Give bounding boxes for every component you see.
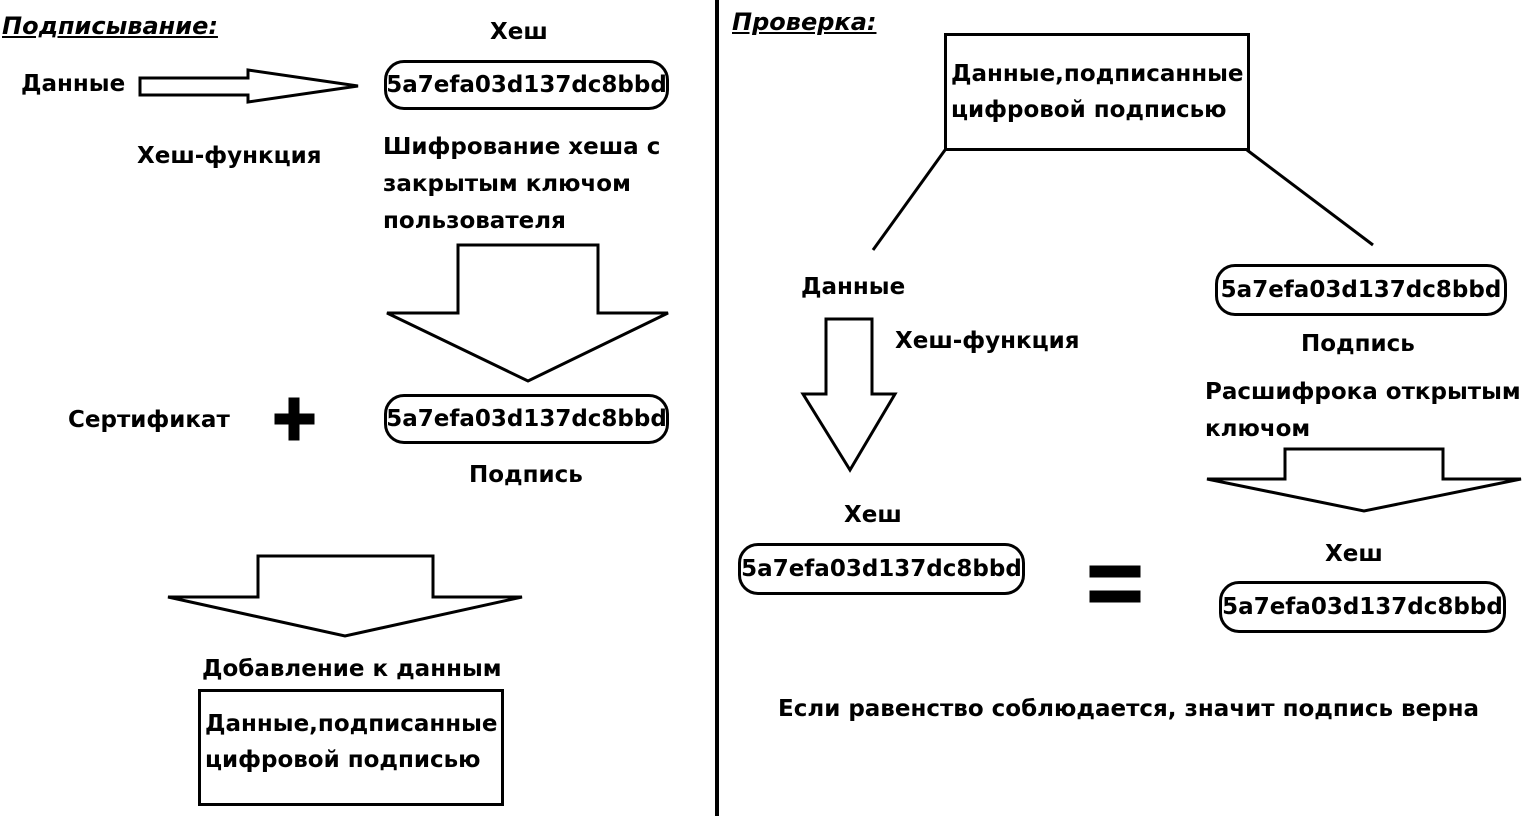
append-label: Добавление к данным <box>202 656 502 682</box>
decrypted-hash-label: Хеш <box>1325 541 1383 567</box>
append-arrow-down <box>167 554 523 638</box>
hash-function-arrow-down <box>800 317 898 473</box>
computed-hash-label: Хеш <box>844 502 902 528</box>
branch-line-data <box>871 149 947 251</box>
signing-title: Подписывание: <box>2 12 218 40</box>
data-label: Данные <box>21 71 126 97</box>
computed-hash-box: 5a7efa03d137dc8bbd <box>738 543 1025 595</box>
equals-bar-top <box>1089 565 1141 578</box>
decrypt-arrow-down <box>1206 447 1522 513</box>
received-data-label: Данные <box>801 274 906 300</box>
decrypted-hash-box: 5a7efa03d137dc8bbd <box>1219 581 1506 633</box>
hash-value-box: 5a7efa03d137dc8bbd <box>384 60 669 110</box>
conclusion-text: Если равенство соблюдается, значит подпи… <box>778 696 1480 722</box>
received-signed-data-box: Данные,подписанные цифровой подписью <box>944 33 1250 151</box>
hash-label: Хеш <box>490 19 548 45</box>
decrypt-description: Расшифрока открытым ключом <box>1205 379 1521 442</box>
verification-title: Проверка: <box>732 8 877 36</box>
encrypt-arrow-down <box>386 243 669 383</box>
hash-arrow-right <box>138 68 359 104</box>
received-signature-label: Подпись <box>1301 331 1415 357</box>
signature-label: Подпись <box>469 462 583 488</box>
signature-value-box: 5a7efa03d137dc8bbd <box>384 394 669 444</box>
certificate-label: Сертификат <box>68 407 230 433</box>
plus-bar-vertical <box>288 397 300 441</box>
branch-line-signature <box>1246 148 1374 247</box>
hash-function-label: Хеш-функция <box>137 143 322 169</box>
signed-data-box: Данные,подписанные цифровой подписью <box>198 689 504 806</box>
encrypt-description: Шифрование хеша с закрытым ключом пользо… <box>383 134 661 234</box>
verify-hash-function-label: Хеш-функция <box>895 328 1080 354</box>
equals-bar-bottom <box>1089 590 1141 603</box>
received-signature-box: 5a7efa03d137dc8bbd <box>1215 264 1507 316</box>
